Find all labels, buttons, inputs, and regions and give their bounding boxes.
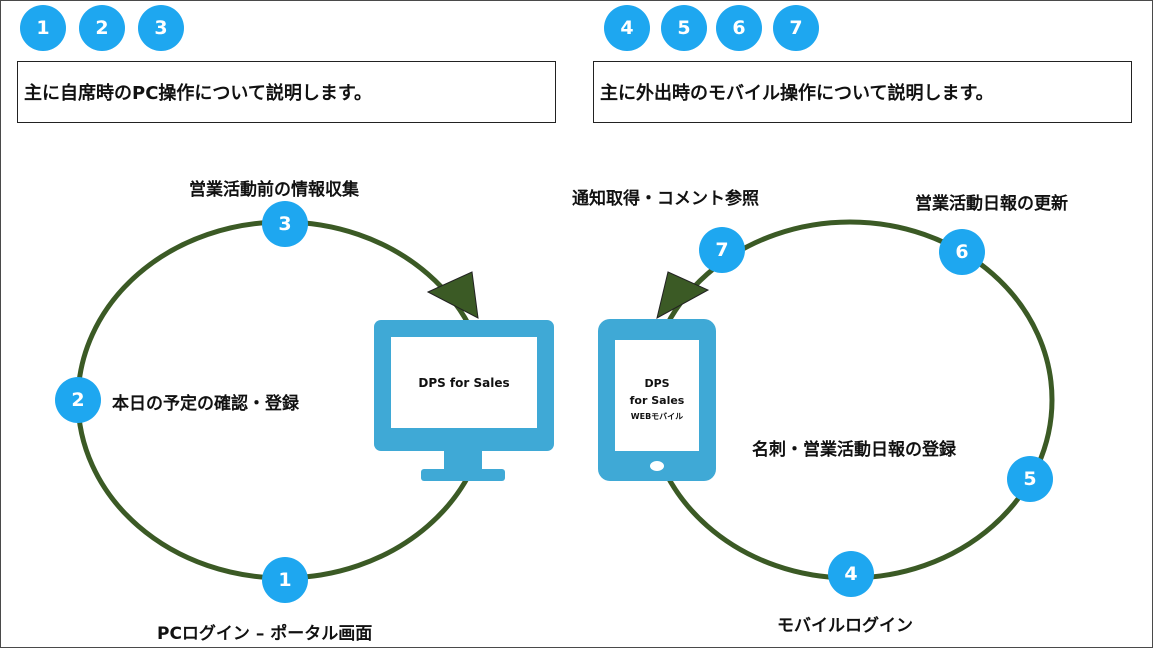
step-label-3: 営業活動前の情報収集 [189, 180, 359, 200]
step-circle-2: 2 [55, 377, 101, 423]
step-circle-7: 7 [699, 227, 745, 273]
step-circle-6: 6 [939, 229, 985, 275]
mobile-description-box: 主に外出時のモバイル操作について説明します。 [593, 61, 1132, 123]
step-circle-3: 3 [262, 201, 308, 247]
tab-step-7[interactable]: 7 [773, 5, 819, 51]
step-circle-1: 1 [262, 557, 308, 603]
tablet-screen-line3: WEBモバイル [630, 412, 684, 421]
step-circle-5: 5 [1007, 456, 1053, 502]
step-label-5: 名刺・営業活動日報の登録 [752, 440, 956, 460]
monitor-screen-text: DPS for Sales [418, 376, 510, 390]
tab-step-3[interactable]: 3 [138, 5, 184, 51]
tab-step-2[interactable]: 2 [79, 5, 125, 51]
tab-step-1[interactable]: 1 [20, 5, 66, 51]
step-label-1: PCログイン – ポータル画面 [157, 624, 373, 644]
step-label-6: 営業活動日報の更新 [915, 194, 1068, 214]
pc-description-box: 主に自席時のPC操作について説明します。 [17, 61, 556, 123]
step-label-2: 本日の予定の確認・登録 [112, 394, 299, 414]
tablet-screen-line1: DPS [644, 377, 670, 390]
tablet-screen-line2: for Sales [629, 394, 685, 407]
tab-step-6[interactable]: 6 [716, 5, 762, 51]
pc-cycle-arrowhead [426, 271, 479, 319]
monitor-icon [374, 320, 554, 481]
mobile-cycle-arrowhead [656, 271, 710, 319]
tab-step-5[interactable]: 5 [661, 5, 707, 51]
tablet-icon [598, 319, 716, 481]
step-circle-4: 4 [828, 551, 874, 597]
tab-step-4[interactable]: 4 [604, 5, 650, 51]
step-label-4: モバイルログイン [777, 616, 913, 636]
step-label-7: 通知取得・コメント参照 [572, 189, 759, 209]
